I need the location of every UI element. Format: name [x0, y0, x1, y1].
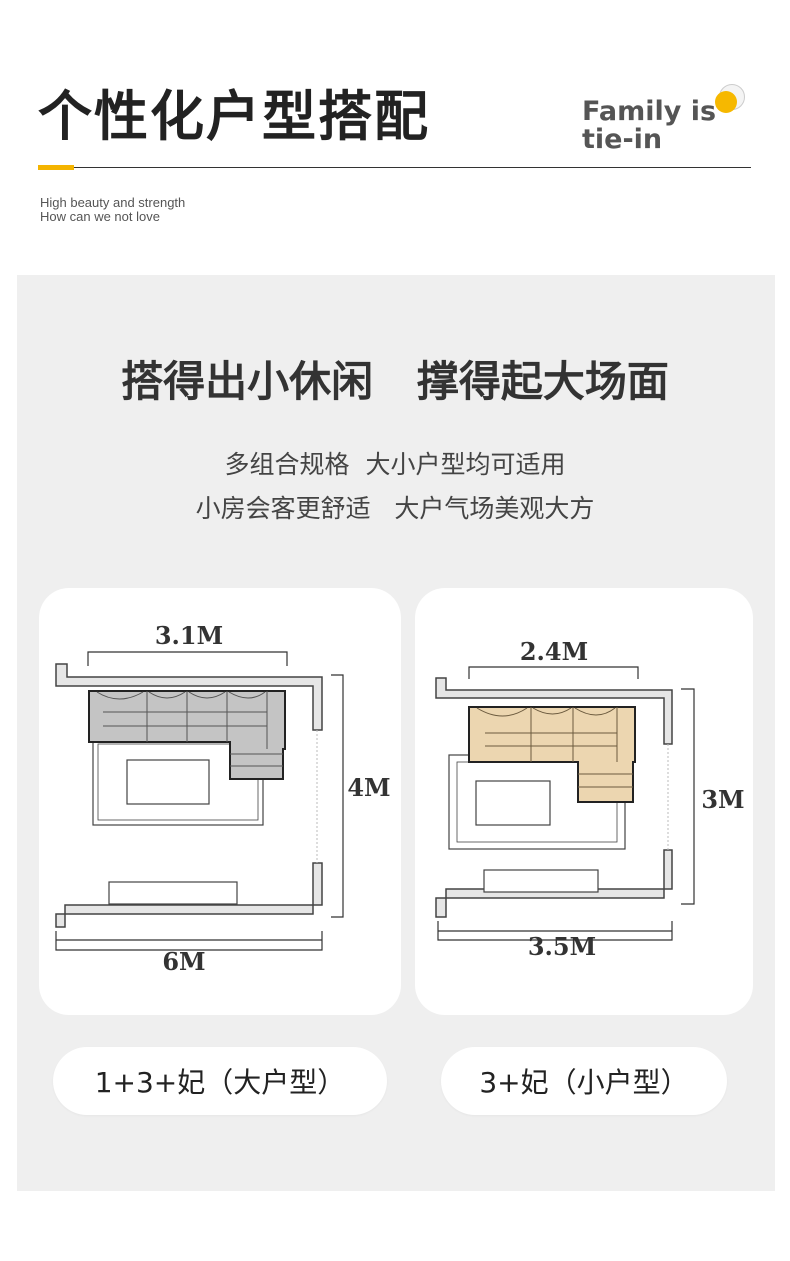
tv-cabinet: [483, 869, 599, 893]
layout-label-small: 3+妃（小户型）: [441, 1047, 727, 1115]
floor-plan-small: 2.4M 3M 3.5M: [435, 637, 745, 961]
sofa-dimension-bracket: [87, 651, 288, 666]
subtitle-line-2: How can we not love: [40, 209, 160, 224]
coffee-table: [475, 780, 551, 826]
wall-bottom: [55, 862, 323, 928]
layout-card-small: 2.4M 3M 3.5M: [415, 588, 753, 1015]
layout-card-large: 3.1M 4M: [39, 588, 401, 1015]
layout-label-large: 1+3+妃（大户型）: [53, 1047, 387, 1115]
badge-line-2: tie-in: [582, 124, 663, 155]
tv-cabinet: [108, 881, 238, 905]
subtitle-line-1: High beauty and strength: [40, 195, 186, 210]
sofa-dimension-label: 3.1M: [155, 621, 223, 650]
header-divider: [38, 167, 751, 168]
depth-dimension-bracket: [331, 674, 344, 918]
accent-bar: [38, 165, 74, 170]
sofa-cushions: [96, 691, 283, 767]
wall-bottom: [435, 849, 673, 918]
floor-plan-large: 3.1M 4M: [55, 621, 391, 976]
wall-top: [435, 677, 673, 745]
sofa-sectional: [468, 706, 636, 803]
sofa-dimension-bracket: [468, 666, 639, 679]
width-dimension-label: 3.5M: [528, 932, 596, 961]
coffee-table: [126, 759, 210, 805]
depth-dimension-label: 4M: [347, 773, 390, 802]
page-title: 个性化户型搭配: [38, 85, 430, 148]
badge-line-1: Family is: [582, 96, 717, 127]
width-dimension-label: 6M: [162, 947, 205, 976]
description-line-2: 小房会客更舒适 大户气场美观大方: [195, 494, 595, 523]
headline: 搭得出小休闲 撑得起大场面: [121, 357, 669, 406]
sofa-cushions: [476, 707, 633, 788]
wall-top: [55, 663, 323, 731]
header-subtitle: High beauty and strength How can we not …: [40, 196, 185, 224]
description-line-1: 多组合规格 大小户型均可适用: [224, 450, 566, 479]
rug-inner: [97, 743, 259, 821]
yellow-dot-icon: [715, 91, 737, 113]
badge-text: Family is tie-in: [582, 98, 716, 154]
depth-dimension-label: 3M: [701, 785, 744, 814]
depth-dimension-bracket: [681, 688, 695, 905]
sofa-dimension-label: 2.4M: [520, 637, 588, 666]
